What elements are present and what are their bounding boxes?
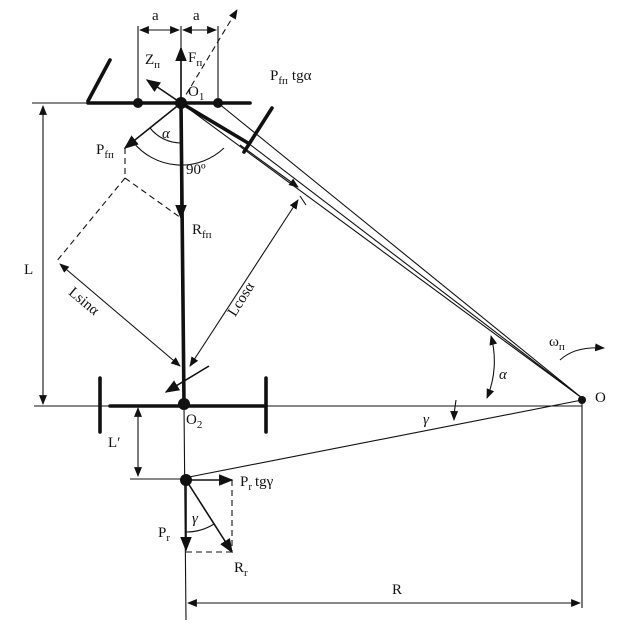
- alpha-arc: [149, 127, 182, 144]
- label-O1: O1: [188, 84, 204, 103]
- alpha-angle-arc: [486, 335, 498, 399]
- label-gamma-small: γ: [192, 511, 199, 527]
- label-Rf: Rfп: [192, 222, 212, 241]
- dim-a-right: a: [193, 8, 200, 24]
- ninety-arc: [132, 141, 225, 166]
- gamma-angle-arc: [450, 399, 459, 421]
- turning-radius-dimension: R: [187, 582, 581, 607]
- label-Lcos: Lcosα: [225, 279, 258, 319]
- label-O: O: [595, 390, 606, 406]
- force-Pf-arrow: [123, 102, 182, 149]
- force-Z-arrow: [145, 79, 182, 104]
- force-Rr-arrow: [185, 479, 233, 554]
- label-Lsin: Lsinα: [65, 284, 102, 319]
- label-omega: ωп: [549, 334, 565, 353]
- rear-axle: [34, 101, 582, 434]
- front-left-wheel: [86, 58, 112, 103]
- label-ninety: 90º: [186, 162, 206, 178]
- label-F: Fп: [188, 50, 202, 69]
- label-Pr: Pr: [158, 525, 170, 544]
- label-Z: Zп: [145, 52, 160, 71]
- rear-point: [130, 399, 583, 621]
- label-alpha: α: [499, 367, 508, 383]
- turning-radius-lines: [180, 102, 583, 399]
- front-dashed-arrow: [180, 9, 238, 104]
- wheelbase-dimension: L: [24, 102, 181, 405]
- front-force-parallelogram: [124, 148, 182, 219]
- label-O2: O2: [186, 412, 202, 431]
- label-Rr: Rr: [234, 560, 248, 579]
- label-Pf: Pfп: [96, 142, 114, 161]
- label-alpha-front: α: [162, 126, 171, 142]
- label-Lprime: L′: [108, 435, 120, 451]
- label-gamma: γ: [423, 412, 430, 428]
- vehicle-longitudinal-axis: [179, 101, 186, 406]
- turning-center: [450, 335, 605, 608]
- gamma-small-arc: [185, 523, 215, 533]
- label-L: L: [24, 262, 33, 278]
- front-right-wheel: [242, 106, 274, 154]
- label-R: R: [392, 582, 402, 598]
- front-axle-bar-inclined: [179, 101, 250, 145]
- omega-rotation-arrow: [559, 343, 605, 361]
- dim-a-left: a: [152, 8, 159, 24]
